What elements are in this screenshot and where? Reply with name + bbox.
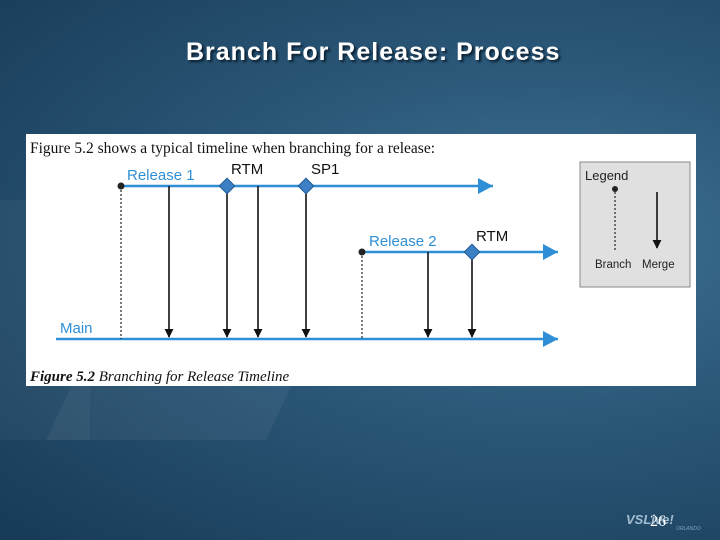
figure-caption-number: Figure 5.2 (29, 369, 96, 385)
legend-title: Legend (585, 168, 628, 183)
legend-merge-label: Merge (642, 259, 675, 271)
vslive-logo-subtext: ORLANDO (676, 526, 701, 532)
legend-branch-point (612, 186, 618, 192)
vslive-logo: VSLive! (626, 512, 674, 527)
branching-diagram: Figure 5.2 shows a typical timeline when… (29, 140, 691, 385)
page-number: 26 (650, 513, 666, 530)
figure-intro-text: Figure 5.2 shows a typical timeline when… (30, 140, 435, 157)
figure-caption: Figure 5.2 Branching for Release Timelin… (29, 369, 289, 385)
main-label: Main (60, 320, 93, 337)
rtm1-label: RTM (231, 161, 263, 178)
main-arrowhead (543, 331, 558, 347)
sp1-milestone-marker (297, 177, 315, 195)
legend-box (579, 161, 691, 288)
release1-branch-point (117, 182, 125, 190)
figure-caption-text: Branching for Release Timeline (95, 369, 289, 385)
release1-label: Release 1 (127, 167, 195, 184)
rtm1-milestone-marker (218, 177, 236, 195)
legend-branch-label: Branch (595, 259, 631, 271)
release2-label: Release 2 (369, 233, 437, 250)
rtm2-milestone-marker (463, 243, 481, 261)
release2-branch-point (358, 248, 366, 256)
slide-title: Branch For Release: Process (186, 38, 561, 66)
release1-arrowhead (478, 178, 493, 194)
release2-arrowhead (543, 244, 558, 260)
figure-panel: Figure 5.2 shows a typical timeline when… (26, 134, 696, 386)
sp1-label: SP1 (311, 161, 339, 178)
rtm2-label: RTM (476, 228, 508, 245)
